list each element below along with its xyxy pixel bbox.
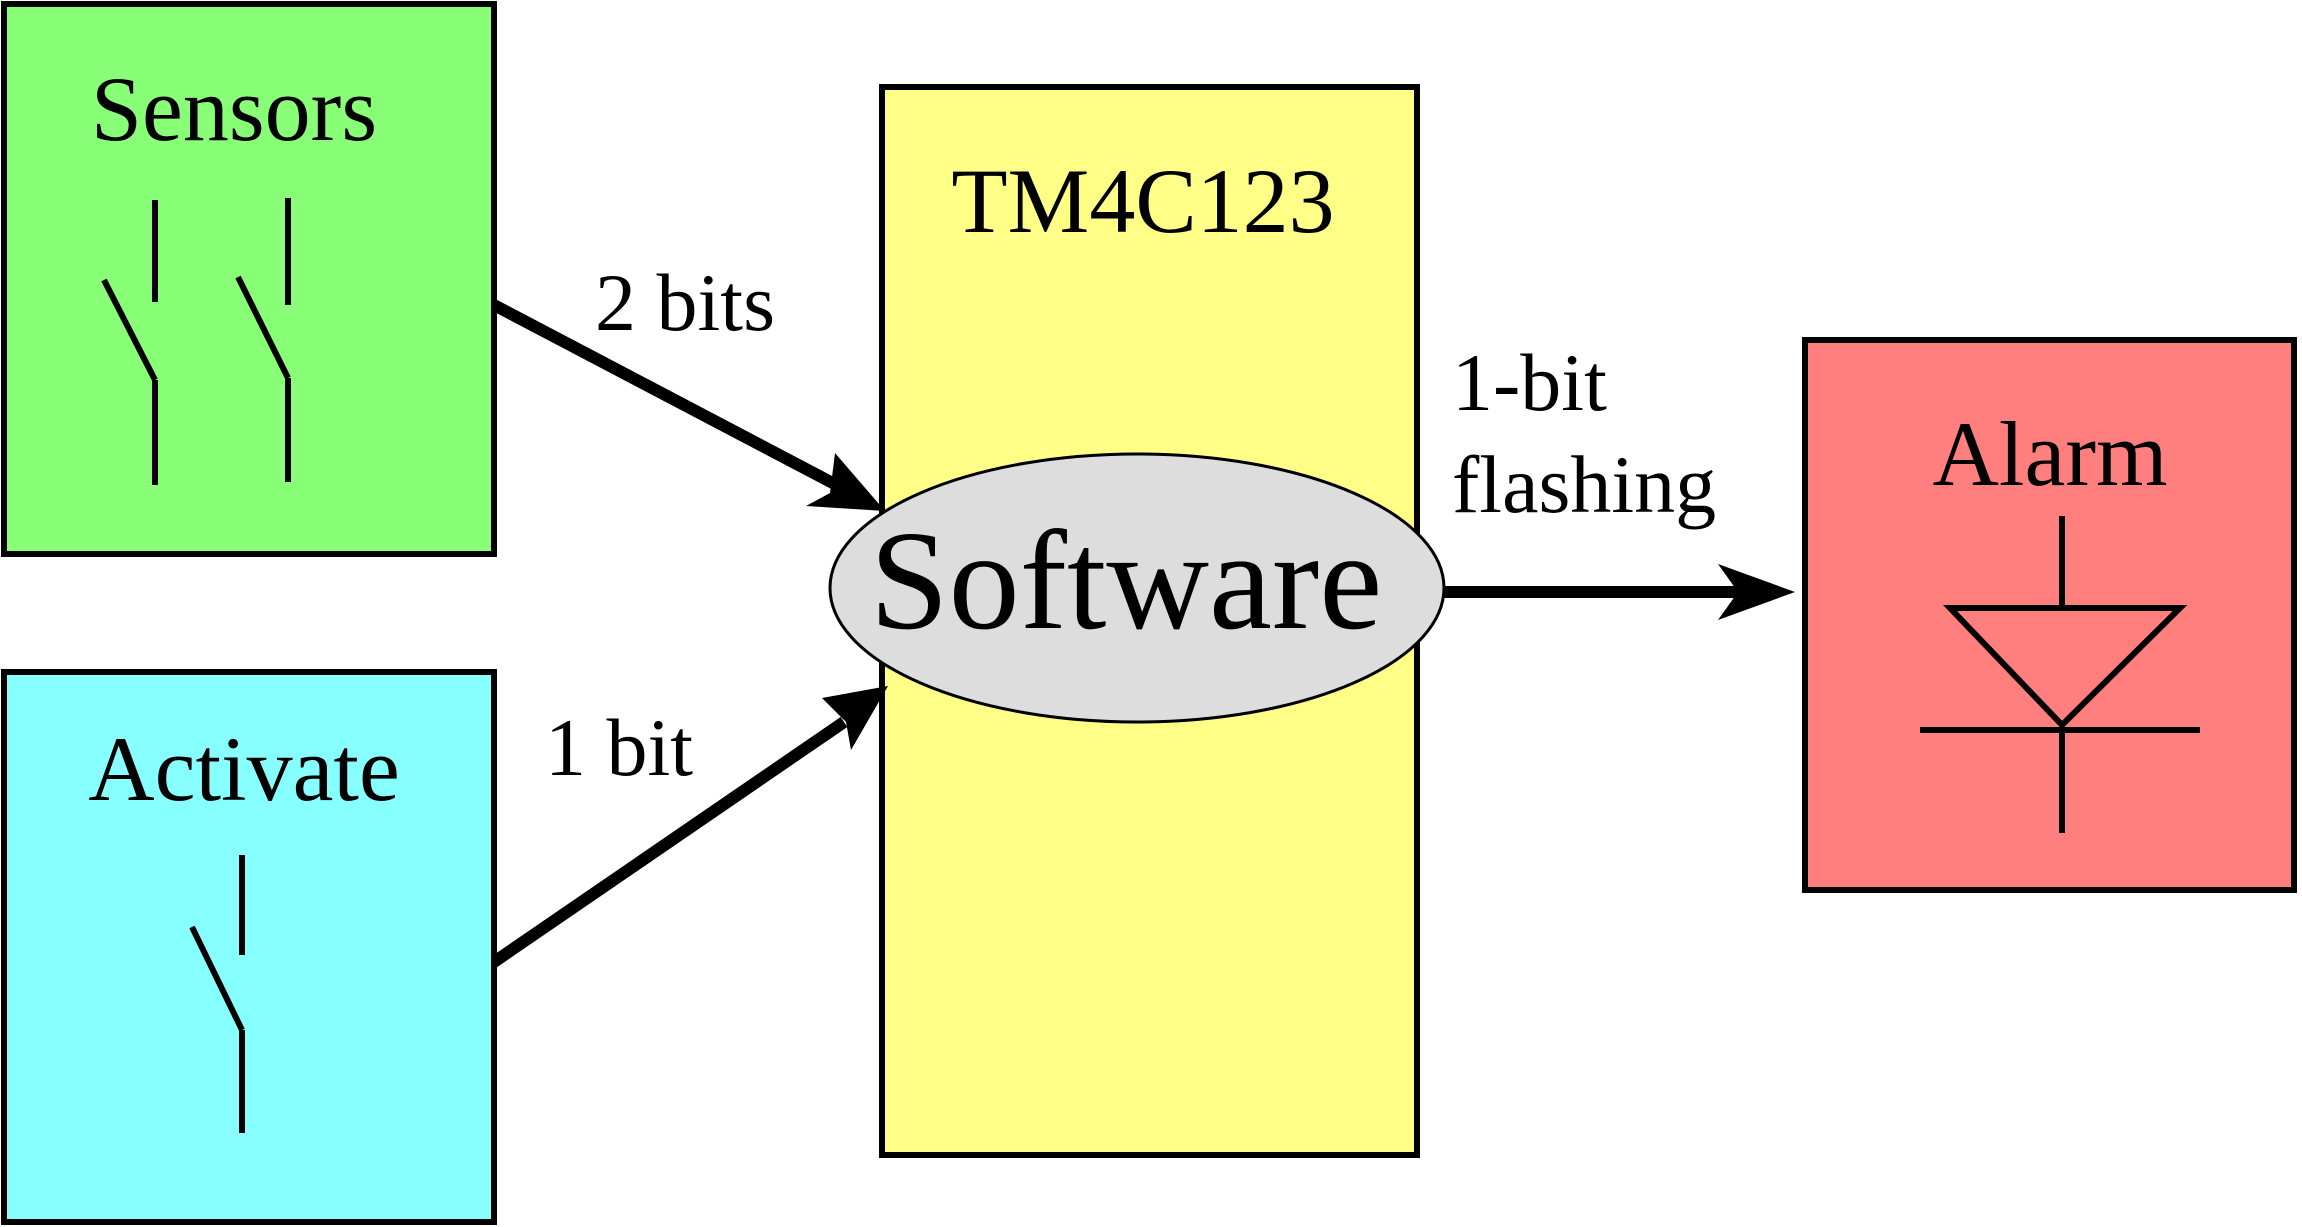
- switch-icon: [235, 198, 291, 482]
- activate-label: Activate: [88, 718, 400, 820]
- activate-to-software-connection: 1 bit: [490, 686, 888, 967]
- alarm-label: Alarm: [1932, 403, 2167, 505]
- sensors-label: Sensors: [91, 58, 377, 160]
- alarm-box: [1802, 337, 2297, 893]
- software-label: Software: [870, 501, 1383, 659]
- sensors-box: [1, 1, 497, 557]
- switch-icon: [101, 200, 158, 485]
- diode-icon: [1920, 516, 2200, 833]
- alarm-block: Alarm: [1802, 337, 2297, 893]
- alarm-arrowhead: [1718, 564, 1795, 620]
- software-to-alarm-connection: 1-bit flashing: [1444, 337, 1795, 620]
- alarm-signal-label-line1: 1-bit: [1452, 337, 1607, 428]
- activate-wire: [490, 717, 848, 967]
- sensors-wire: [491, 299, 849, 496]
- switch-icon: [189, 855, 245, 1133]
- sensors-bits-label: 2 bits: [595, 257, 775, 348]
- activate-box: [1, 669, 497, 1225]
- sensors-block: Sensors: [1, 1, 497, 557]
- activate-arrowhead: [822, 686, 888, 750]
- mcu-label: TM4C123: [951, 150, 1334, 252]
- activate-bit-label: 1 bit: [545, 702, 693, 793]
- software-node: Software: [828, 452, 1446, 724]
- alarm-signal-label-line2: flashing: [1452, 439, 1716, 530]
- sensors-to-software-connection: 2 bits: [491, 257, 885, 511]
- sensors-arrowhead: [806, 453, 885, 511]
- activate-block: Activate: [1, 669, 497, 1225]
